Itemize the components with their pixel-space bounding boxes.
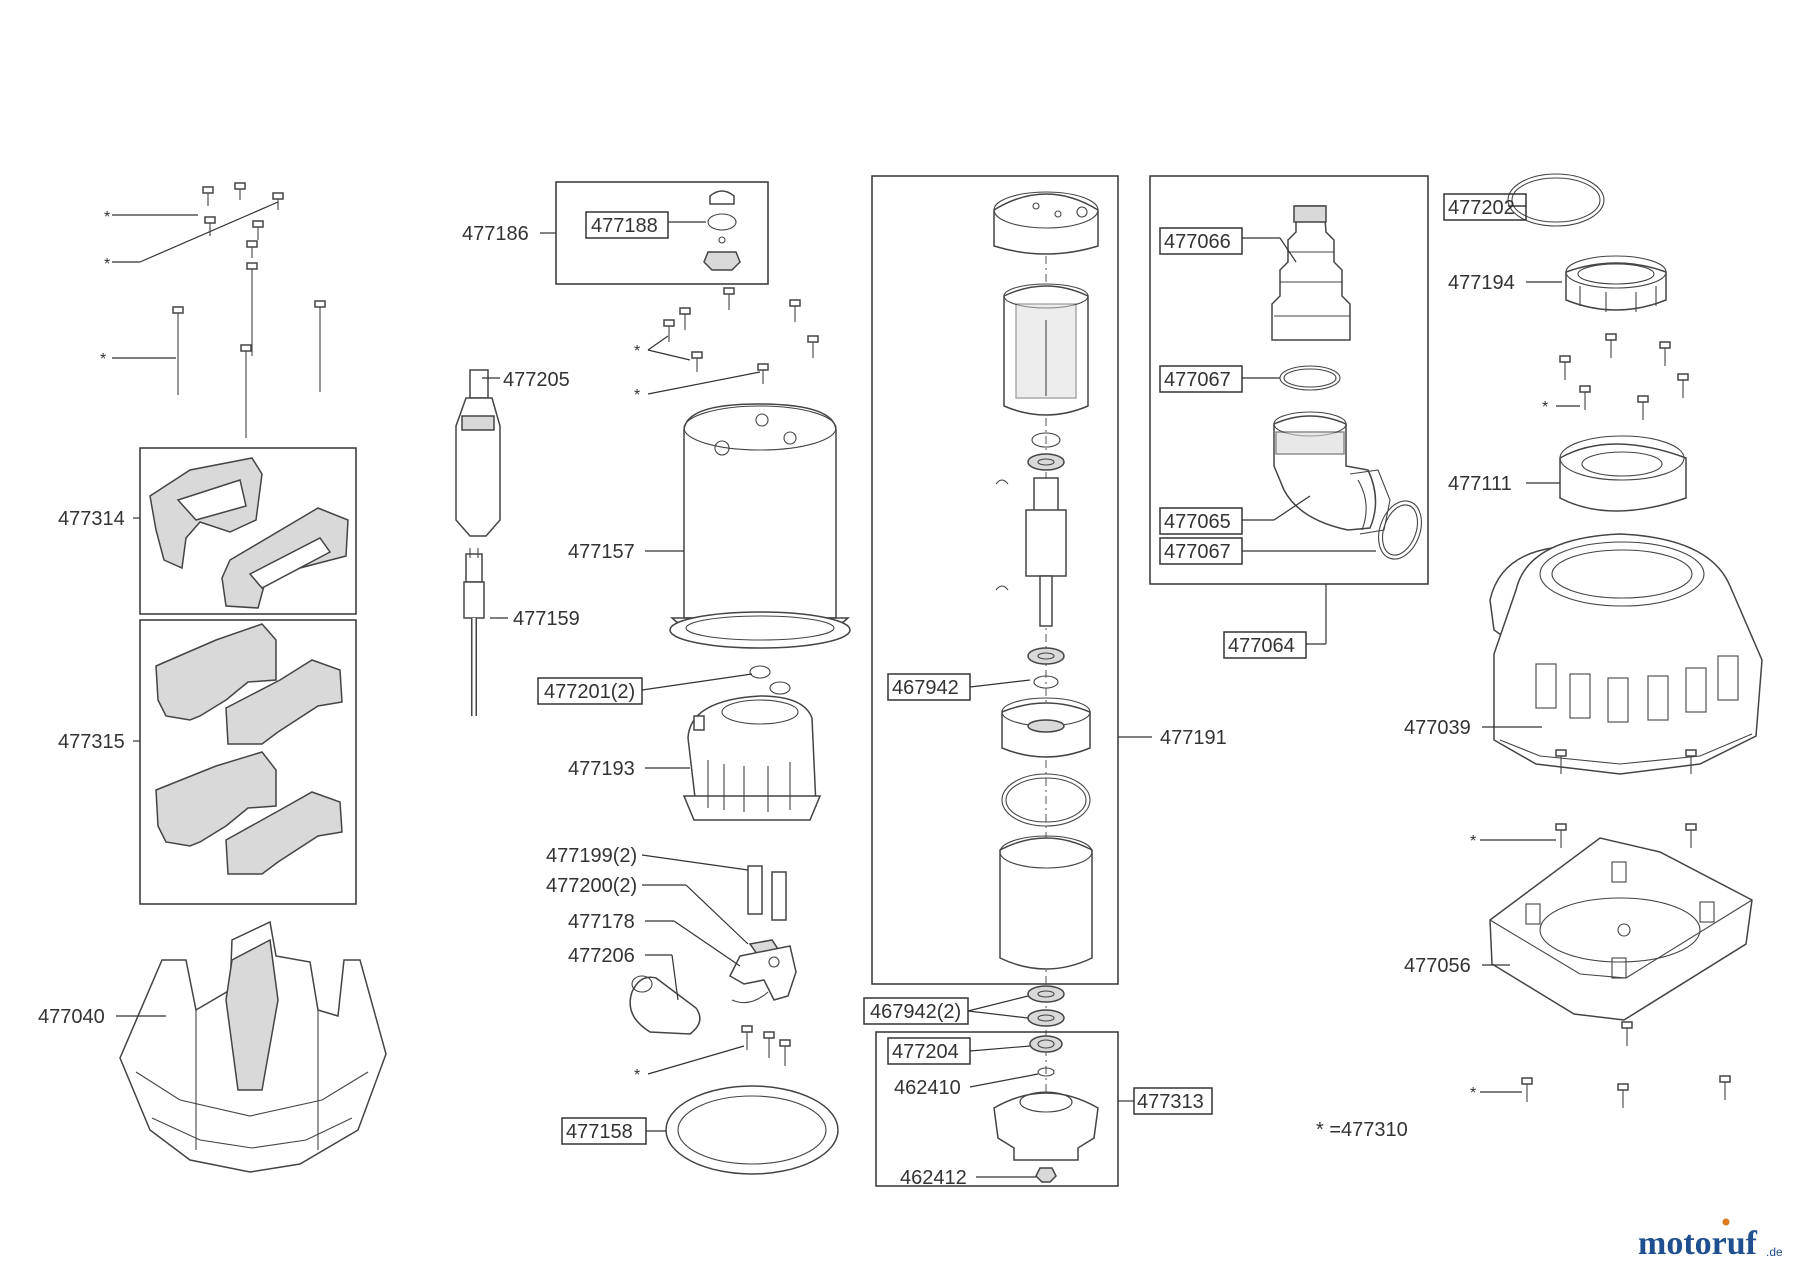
label-477064: 477064 — [1228, 635, 1295, 657]
screws-top-left: * * * — [100, 182, 326, 438]
part-477201-seal-rings: 477201(2) — [537, 665, 791, 705]
star-mark-8: * — [1470, 833, 1476, 850]
part-477313-seal-assembly: 477204 462410 462412 477313 — [875, 1031, 1213, 1189]
label-477199: 477199(2) — [546, 845, 637, 867]
motoruf-logo[interactable]: motoruf .de — [1638, 1218, 1783, 1263]
label-477188: 477188 — [591, 215, 658, 237]
part-477159-plug: 477159 — [463, 548, 580, 716]
label-477066: 477066 — [1164, 231, 1231, 253]
screws-center-top: * * — [634, 287, 819, 404]
label-477067-b: 477067 — [1164, 541, 1231, 563]
star-mark-1: * — [104, 209, 110, 226]
label-477067-a: 477067 — [1164, 369, 1231, 391]
label-477159: 477159 — [513, 608, 580, 630]
label-467942: 467942 — [892, 677, 959, 699]
logo-accent-dot — [1722, 1218, 1730, 1226]
label-477315: 477315 — [58, 731, 125, 753]
star-mark-4: * — [634, 343, 640, 360]
label-477193: 477193 — [568, 758, 635, 780]
label-477204: 477204 — [892, 1041, 959, 1063]
part-477186-valve-set: 477188 477186 — [462, 181, 769, 285]
part-477157-motor-housing: 477157 — [568, 403, 851, 649]
part-477315-handle-set: 477315 — [58, 619, 357, 905]
part-477111-volute-ring: 477111 — [1448, 435, 1687, 512]
part-477158-gasket: * 477158 — [561, 1025, 839, 1175]
label-477056: 477056 — [1404, 955, 1471, 977]
star-mark-9: * — [1470, 1085, 1476, 1102]
label-477178: 477178 — [568, 911, 635, 933]
label-477039: 477039 — [1404, 717, 1471, 739]
label-477314: 477314 — [58, 508, 125, 530]
label-477186: 477186 — [462, 223, 529, 245]
part-477193-motor-cover: 477193 — [568, 695, 822, 821]
footnote: * =477310 — [1316, 1119, 1408, 1141]
part-477064-hose-connector-set: 477066 477067 477065 477067 477064 — [1149, 175, 1429, 659]
part-477205-cable-with-float: 477205 — [332, 177, 570, 537]
screws-right-bottom: * * =477310 — [1316, 1021, 1731, 1141]
part-477202-o-ring: 477202 — [1443, 173, 1605, 227]
star-mark-5: * — [634, 387, 640, 404]
label-477194: 477194 — [1448, 272, 1515, 294]
label-462412: 462412 — [900, 1167, 967, 1189]
part-477191-motor-assembly: 467942 477191 — [871, 175, 1227, 1100]
label-477158: 477158 — [566, 1121, 633, 1143]
label-477206: 477206 — [568, 945, 635, 967]
star-mark-7: * — [1542, 399, 1548, 416]
part-477039-pump-housing: 477039 — [1404, 533, 1763, 775]
screws-right-mid: * — [1470, 749, 1697, 850]
label-477065: 477065 — [1164, 511, 1231, 533]
part-477056-base-plate: 477056 — [1404, 837, 1753, 1021]
logo-text: motoruf — [1638, 1225, 1758, 1262]
label-477157: 477157 — [568, 541, 635, 563]
label-477313: 477313 — [1137, 1091, 1204, 1113]
label-477205: 477205 — [503, 369, 570, 391]
part-477314-handle-halves: 477314 — [58, 447, 357, 615]
label-467942-2: 467942(2) — [870, 1001, 961, 1023]
label-477201: 477201(2) — [544, 681, 635, 703]
star-mark-2: * — [104, 256, 110, 273]
star-mark-6: * — [634, 1067, 640, 1084]
screws-right-top: * — [1542, 333, 1689, 420]
label-462410: 462410 — [894, 1077, 961, 1099]
label-477191: 477191 — [1160, 727, 1227, 749]
part-477194-union-nut: 477194 — [1448, 255, 1667, 312]
part-467942-bearings: 467942(2) — [863, 985, 1065, 1027]
star-mark-3: * — [100, 351, 106, 368]
label-477040: 477040 — [38, 1006, 105, 1028]
label-477111: 477111 — [1448, 473, 1512, 495]
label-477202: 477202 — [1448, 197, 1515, 219]
part-477199-477200-capacitor-group: 477199(2) 477200(2) 477178 477206 — [546, 845, 797, 1035]
logo-suffix: .de — [1766, 1245, 1783, 1259]
part-477040-pump-stand: 477040 — [38, 920, 387, 1173]
label-477200: 477200(2) — [546, 875, 637, 897]
